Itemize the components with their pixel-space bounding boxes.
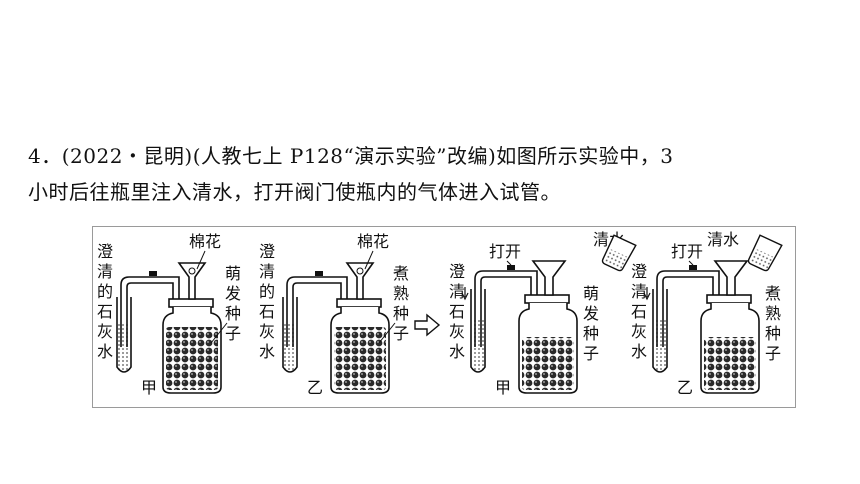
experiment-figure: 澄 清 的 石 灰 水 棉花 萌 发	[92, 226, 796, 408]
limewater	[118, 322, 130, 371]
limewater	[472, 319, 484, 371]
gas-tube	[286, 276, 348, 347]
test-tube	[116, 297, 132, 373]
test-tube	[282, 297, 298, 373]
gas-tube	[656, 270, 720, 347]
water-label: 清水	[707, 230, 739, 249]
seed-label-1: 萌 发 种 子	[225, 264, 241, 343]
caption: 乙	[307, 378, 323, 397]
valve	[315, 271, 323, 276]
label-char: 子	[393, 324, 409, 343]
top-label: 棉花	[357, 232, 389, 251]
caption: 甲	[495, 378, 511, 397]
label-char: 清	[449, 282, 465, 301]
label-char: 水	[259, 342, 275, 361]
tube-label-char: 澄	[97, 242, 113, 261]
test-tube	[652, 289, 668, 373]
label-char: 种	[583, 324, 599, 343]
tube-label-char: 水	[97, 342, 113, 361]
panel-1: 澄 清 的 石 灰 水 棉花 萌 发	[97, 232, 241, 397]
gas-tube	[120, 276, 180, 347]
funnel	[177, 262, 207, 300]
panel-4: 澄 清 石 灰 水 打开 清水 煮	[631, 230, 783, 397]
label-char: 清	[259, 262, 275, 281]
label-char: 灰	[259, 322, 275, 341]
seeds	[334, 327, 386, 390]
top-label: 棉花	[189, 232, 221, 251]
seeds	[166, 327, 218, 390]
label-char: 发	[225, 284, 241, 303]
seed-label-2: 煮 熟 种 子	[393, 264, 409, 343]
test-tube	[470, 289, 486, 373]
valve	[149, 271, 157, 276]
valve-open	[689, 265, 697, 270]
bottle-cap	[336, 298, 382, 308]
seed-label-4: 煮 熟 种 子	[765, 284, 781, 363]
tube-label-char: 清	[97, 262, 113, 281]
beaker-pouring	[601, 234, 637, 272]
label-char: 萌	[583, 284, 599, 303]
funnel	[713, 260, 749, 296]
cotton	[188, 267, 196, 275]
limewater	[654, 319, 666, 371]
tube-label-2: 澄 清 的 石 灰 水	[259, 242, 275, 361]
label-char: 种	[765, 324, 781, 343]
label-char: 清	[631, 282, 647, 301]
caption: 甲	[141, 378, 157, 397]
panel-2: 澄 清 的 石 灰 水 棉花 煮 熟 种 子	[259, 232, 409, 397]
gas-tube	[474, 270, 538, 347]
label-char: 熟	[393, 284, 409, 303]
label-char: 子	[225, 324, 241, 343]
question-text: 4．(2022・昆明)(人教七上 P128“演示实验”改编)如图所示实验中，3 …	[28, 138, 840, 210]
limewater	[284, 322, 296, 371]
question-line-1: 4．(2022・昆明)(人教七上 P128“演示实验”改编)如图所示实验中，3	[28, 144, 674, 168]
label-char: 子	[583, 344, 599, 363]
label-char: 煮	[765, 284, 781, 303]
tube-label-char: 的	[97, 282, 113, 301]
label-char: 石	[449, 302, 465, 321]
label-char: 发	[583, 304, 599, 323]
label-char: 水	[449, 342, 465, 361]
label-char: 澄	[259, 242, 275, 261]
label-char: 澄	[449, 262, 465, 281]
label-char: 石	[259, 302, 275, 321]
question-line-2: 小时后往瓶里注入清水，打开阀门使瓶内的气体进入试管。	[28, 180, 561, 204]
label-char: 灰	[449, 322, 465, 341]
beaker-pouring	[747, 234, 783, 272]
experiment-diagram: 澄 清 的 石 灰 水 棉花 萌 发	[97, 230, 783, 397]
tube-label-char: 灰	[97, 322, 113, 341]
tube-label-3: 澄 清 石 灰 水	[449, 262, 465, 361]
label-char: 萌	[225, 264, 241, 283]
label-char: 子	[765, 344, 781, 363]
caption: 乙	[677, 378, 693, 397]
label-char: 水	[631, 342, 647, 361]
bottle-cap	[524, 294, 570, 304]
label-char: 种	[393, 304, 409, 323]
valve-open	[507, 265, 515, 270]
cotton	[356, 267, 364, 275]
tube-label-char: 石	[97, 302, 113, 321]
seeds	[522, 337, 574, 390]
label-char: 石	[631, 302, 647, 321]
label-char: 种	[225, 304, 241, 323]
tube-label-4: 澄 清 石 灰 水	[631, 262, 647, 361]
funnel	[345, 262, 375, 300]
tube-label-1: 澄 清 的 石 灰 水	[97, 242, 113, 361]
open-label: 打开	[671, 242, 703, 261]
panel-3: 澄 清 石 灰 水 打开 清水 萌	[449, 230, 637, 397]
transition-arrow-icon	[414, 313, 441, 337]
funnel	[531, 260, 567, 296]
bottle-cap	[706, 294, 752, 304]
seeds	[704, 337, 756, 390]
bottle-cap	[168, 298, 214, 308]
seed-label-3: 萌 发 种 子	[583, 284, 599, 363]
label-char: 澄	[631, 262, 647, 281]
label-char: 灰	[631, 322, 647, 341]
label-char: 熟	[765, 304, 781, 323]
open-label: 打开	[489, 242, 521, 261]
label-char: 的	[259, 282, 275, 301]
label-char: 煮	[393, 264, 409, 283]
